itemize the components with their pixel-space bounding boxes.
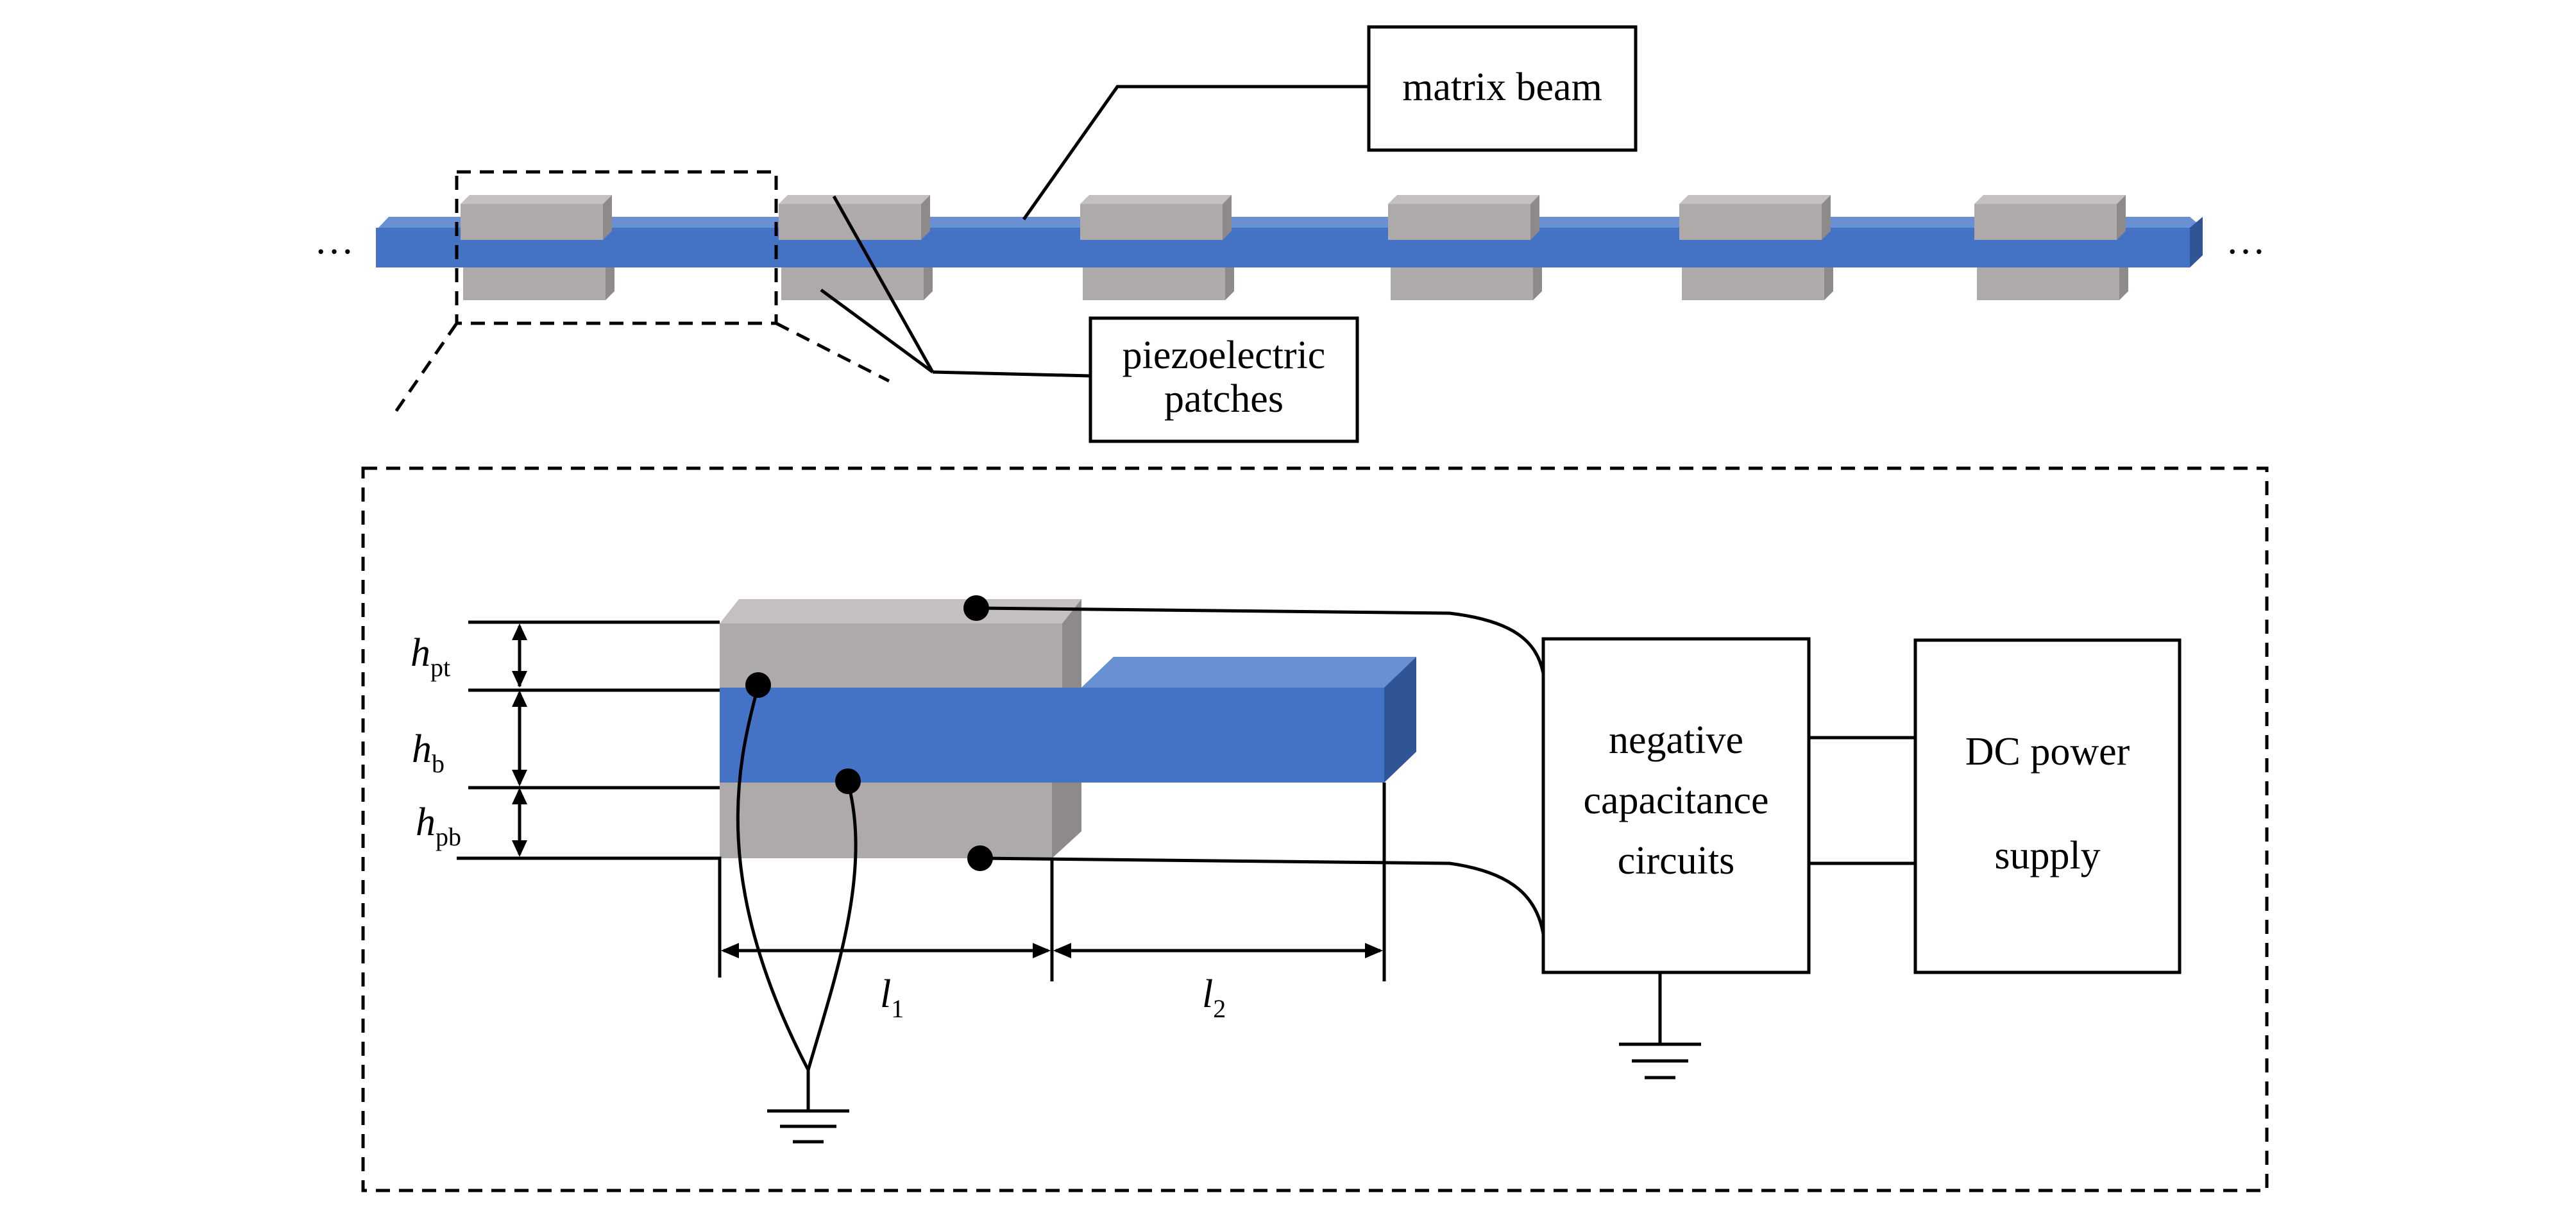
dc-label-line2: supply [1994, 834, 2100, 877]
detail-matrix-beam [720, 688, 1384, 783]
neg-cap-label-line3: circuits [1618, 839, 1735, 883]
hpt-label: hpt [411, 631, 450, 682]
right-ellipsis: … [2226, 219, 2266, 262]
electrode-bottom-inner [835, 768, 861, 794]
periodic-beam-overview: … … matrix beam piezoelectric patches [314, 25, 2266, 443]
piezo-label-box [1089, 316, 1359, 443]
hpb-label: hpb [416, 801, 461, 851]
unit-cell-detail: hpt hb hpb l1 l2 [411, 595, 2182, 1144]
matrix-beam-overview [376, 217, 2203, 267]
thickness-dimension-arrows [512, 623, 527, 857]
matrix-beam-label-box [1367, 25, 1638, 152]
unit-cell-selection-box [455, 170, 778, 325]
l1-label: l1 [880, 972, 904, 1023]
electrode-top-inner [745, 672, 771, 698]
piezo-label-line2: patches [1164, 377, 1284, 421]
top-patch [720, 623, 1081, 688]
dc-power-supply-box [1913, 638, 2182, 974]
piezo-leader-horizontal [932, 370, 1091, 378]
neg-cap-label-line2: capacitance [1583, 779, 1768, 822]
bottom-patches [463, 254, 2128, 300]
ground-symbol-right [1619, 1042, 1701, 1080]
piezo-leader-bottom [820, 288, 934, 374]
neg-cap-label-line1: negative [1609, 718, 1743, 762]
zoom-guide-left [392, 322, 459, 416]
hb-label: hb [412, 727, 445, 778]
matrix-beam-leader [1022, 85, 1369, 221]
wire-bottom-electrode [979, 856, 1545, 935]
l2-label: l2 [1202, 972, 1226, 1023]
piezo-label-line1: piezoelectric [1123, 334, 1326, 377]
zoom-guide-right [775, 321, 890, 383]
dc-label-line1: DC power [1965, 730, 2130, 774]
top-patch-top-face [720, 599, 1081, 623]
bottom-patch [720, 783, 1052, 858]
unit-cell-detail-frame [361, 466, 2269, 1192]
ground-symbol-left [767, 1109, 849, 1144]
wire-top-electrode [976, 606, 1545, 674]
piezo-leader-top [832, 195, 935, 373]
top-patches [461, 195, 2126, 240]
length-dimension-arrows [721, 943, 1383, 958]
negative-capacitance-circuits-box [1541, 637, 1811, 974]
matrix-beam-label: matrix beam [1402, 65, 1602, 109]
left-ellipsis: … [314, 219, 354, 262]
